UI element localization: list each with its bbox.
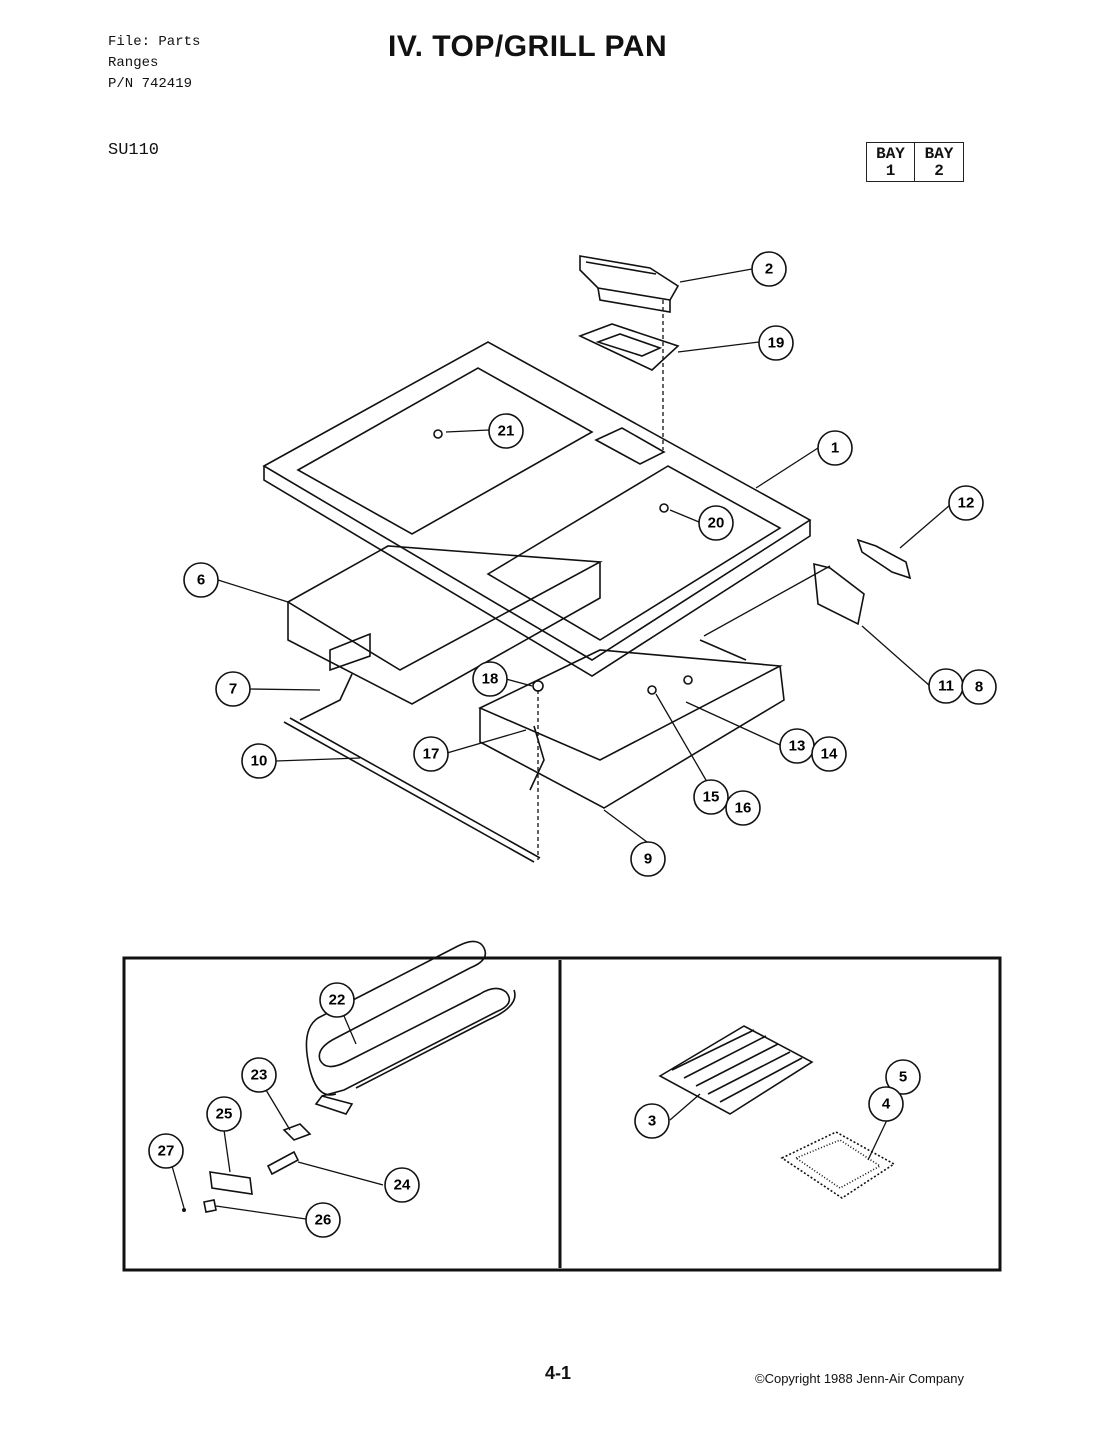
bay-1-number: 1 — [885, 162, 896, 180]
part-19-vent-plate — [577, 323, 680, 371]
part-7-tube — [299, 673, 353, 721]
part-22-heating-element — [305, 940, 516, 1115]
part-27-screw — [182, 1208, 186, 1212]
part-11-block — [813, 562, 865, 626]
copyright-notice: ©Copyright 1988 Jenn-Air Company — [755, 1371, 965, 1386]
svg-text:12: 12 — [958, 495, 975, 512]
bay-2-cell: BAY 2 — [915, 143, 963, 181]
svg-text:18: 18 — [482, 671, 499, 688]
callout-22: 22 — [319, 982, 355, 1018]
part-2-vent-cap — [579, 255, 680, 313]
callout-9: 9 — [630, 841, 666, 877]
svg-text:15: 15 — [703, 789, 720, 806]
callout-6: 6 — [183, 562, 219, 598]
svg-text:4: 4 — [882, 1096, 891, 1113]
part-number-line: P/N 742419 — [108, 76, 193, 92]
screw-21 — [433, 429, 443, 439]
callout-2: 2 — [751, 251, 787, 287]
accessory-leaders — [171, 1015, 897, 1220]
part-1-cooktop-frame — [262, 341, 812, 677]
svg-text:27: 27 — [158, 1143, 175, 1160]
svg-text:24: 24 — [394, 1177, 411, 1194]
accessory-frame — [122, 956, 1002, 1272]
callout-15: 15 — [693, 779, 729, 815]
page-number: 4-1 — [545, 1363, 572, 1383]
svg-text:20: 20 — [708, 515, 725, 532]
callout-12: 12 — [948, 485, 984, 521]
callout-23: 23 — [241, 1057, 277, 1093]
callout-18: 18 — [472, 661, 508, 697]
model-number: SU110 — [108, 141, 160, 160]
assembly-line-block — [703, 565, 831, 637]
part-10-rod — [283, 717, 541, 863]
part-12-bracket — [856, 538, 912, 580]
svg-text:1: 1 — [831, 440, 839, 457]
callout-leaders — [217, 268, 951, 843]
bay-2-number: 2 — [934, 162, 944, 180]
callout-1: 1 — [817, 430, 853, 466]
callout-14: 14 — [811, 736, 847, 772]
svg-text:17: 17 — [423, 746, 440, 763]
bay-box: BAY 1 BAY 2 — [866, 142, 964, 182]
svg-text:2: 2 — [765, 261, 773, 278]
small-hardware — [529, 675, 693, 860]
callout-19: 19 — [758, 325, 794, 361]
svg-text:19: 19 — [768, 335, 785, 352]
part-23-terminal-block — [282, 1123, 312, 1141]
svg-text:6: 6 — [197, 572, 205, 589]
svg-text:14: 14 — [821, 746, 838, 763]
screw-20 — [659, 503, 669, 513]
part-24-clip — [266, 1150, 300, 1176]
part-25-block — [209, 1171, 253, 1195]
callout-10: 10 — [241, 743, 277, 779]
part-4-rocks-tray — [780, 1131, 896, 1199]
bay-1-cell: BAY 1 — [867, 143, 915, 181]
bay-2-label: BAY — [924, 145, 954, 163]
file-line: File: Parts — [108, 34, 201, 50]
callout-7: 7 — [215, 671, 251, 707]
callout-26: 26 — [305, 1202, 341, 1238]
svg-text:3: 3 — [648, 1113, 656, 1130]
svg-text:7: 7 — [229, 681, 237, 698]
part-26-clip — [203, 1199, 217, 1213]
callout-4: 4 — [868, 1086, 904, 1122]
part-3-grill-grate — [658, 1025, 814, 1115]
callout-20: 20 — [698, 505, 734, 541]
svg-text:21: 21 — [498, 423, 515, 440]
svg-text:16: 16 — [735, 800, 752, 817]
bay-1-label: BAY — [876, 145, 905, 163]
callout-21: 21 — [488, 413, 524, 449]
svg-text:13: 13 — [789, 738, 806, 755]
svg-text:22: 22 — [329, 992, 346, 1009]
page-title: IV. TOP/GRILL PAN — [388, 30, 668, 63]
ranges-line: Ranges — [108, 55, 159, 71]
callout-27: 27 — [148, 1133, 184, 1169]
callout-13: 13 — [779, 728, 815, 764]
callout-3: 3 — [634, 1103, 670, 1139]
svg-text:10: 10 — [251, 753, 268, 770]
svg-text:8: 8 — [975, 679, 983, 696]
part-9-grill-pan-right — [478, 639, 785, 809]
part-6-grill-pan-left — [286, 545, 603, 705]
callout-16: 16 — [725, 790, 761, 826]
svg-text:25: 25 — [216, 1106, 233, 1123]
svg-text:9: 9 — [644, 851, 652, 868]
svg-text:11: 11 — [938, 678, 954, 695]
svg-text:26: 26 — [315, 1212, 332, 1229]
callout-5: 5 — [885, 1059, 921, 1095]
svg-text:5: 5 — [899, 1069, 907, 1086]
callout-11: 11 — [928, 668, 964, 704]
callout-8: 8 — [961, 669, 997, 705]
callout-25: 25 — [206, 1096, 242, 1132]
callout-24: 24 — [384, 1167, 420, 1203]
svg-text:23: 23 — [251, 1067, 268, 1084]
callout-17: 17 — [413, 736, 449, 772]
file-header: File: Parts Ranges P/N 742419 — [108, 32, 200, 95]
